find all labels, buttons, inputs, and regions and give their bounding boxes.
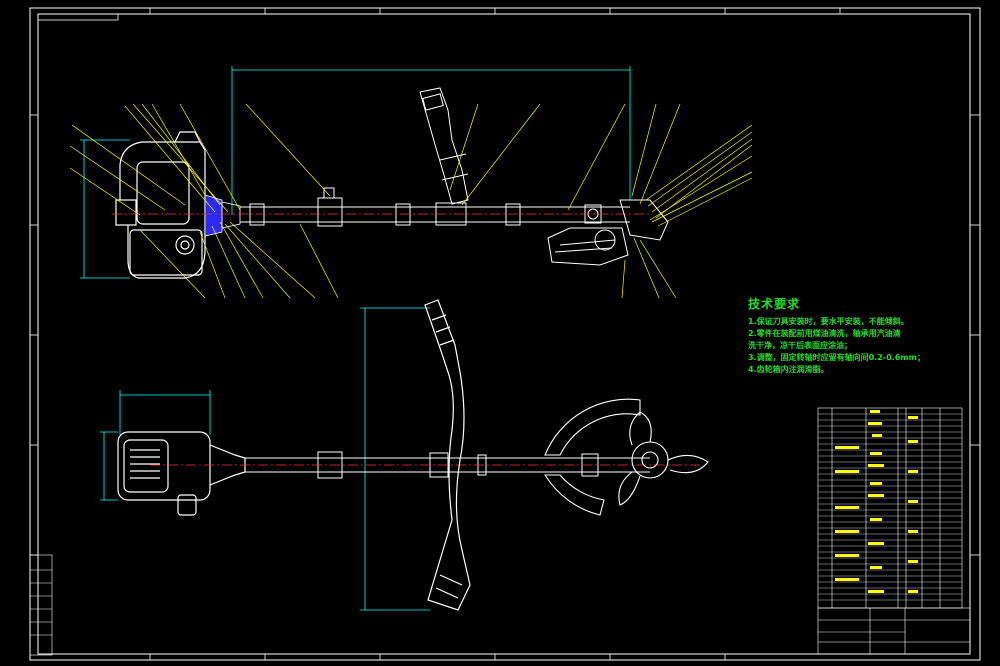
leader-lines — [69, 103, 753, 299]
parts-list-text-marks — [835, 410, 918, 593]
requirement-line: 4.齿轮箱内注润滑脂。 — [748, 365, 829, 374]
revision-block — [29, 554, 53, 656]
requirement-line: 2.零件在装配前用煤油清洗，轴承用汽油清 — [748, 329, 901, 338]
top-dimensions — [80, 66, 631, 279]
handlebar-plan — [424, 299, 471, 611]
blade-guard-plan — [544, 398, 709, 516]
requirement-line: 3.调整，固定转轴时应留有轴向间0.2-0.6mm； — [748, 353, 925, 362]
grid-ticks — [30, 8, 980, 660]
handle-side — [419, 87, 469, 205]
corner-box — [37, 13, 119, 21]
parts-list-rows — [818, 413, 962, 601]
shaft-side — [240, 187, 630, 227]
inner-frame — [37, 13, 971, 655]
technical-requirements-title: 技术要求 — [748, 297, 801, 311]
requirement-line: 1.保证刀具安装时，要水平安装，不能倾斜。 — [748, 317, 909, 326]
engine-side-view — [115, 131, 206, 279]
technical-requirements: 技术要求 1.保证刀具安装时，要水平安装，不能倾斜。 2.零件在装配前用煤油清洗… — [748, 295, 968, 376]
gearhead-side — [547, 199, 669, 266]
outer-frame — [29, 7, 981, 661]
title-block — [817, 607, 971, 655]
bottom-dimensions — [100, 307, 430, 611]
requirement-line: 洗干净，凉干后表面应涂油； — [748, 341, 852, 350]
engine-plan-view — [117, 431, 246, 516]
